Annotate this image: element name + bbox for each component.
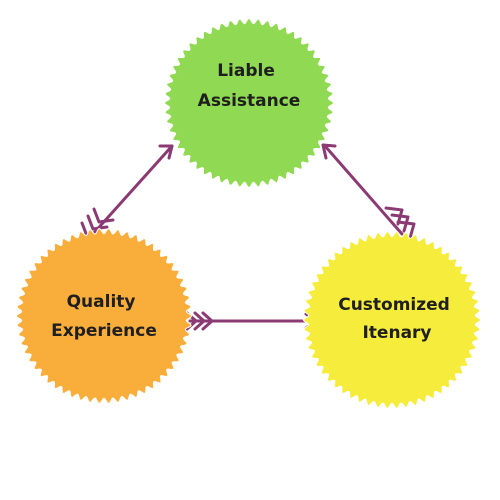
node-quality-experience: Quality Experience [15, 227, 193, 405]
node-label-line-1: Customized [338, 295, 450, 315]
node-label-line-1: Quality [67, 292, 136, 312]
connectors-layer [80, 143, 416, 331]
connector-customized-to-liable [321, 143, 416, 240]
connector-quality-to-liable [80, 144, 174, 238]
node-customized-itenary: Customized Itenary [302, 230, 482, 410]
svg-text:Quality Experience: Quality Experience [51, 292, 157, 341]
svg-text:Liable Assistance: Liable Assistance [198, 61, 301, 111]
node-label-line-2: Assistance [198, 91, 301, 111]
node-liable-assistance: Liable Assistance [163, 17, 335, 189]
node-label-line-2: Experience [51, 321, 157, 341]
node-label-line-2: Itenary [362, 323, 431, 343]
scalloped-circle-liable-assistance [163, 17, 335, 189]
node-label-line-1: Liable [217, 61, 275, 81]
scalloped-circle-quality-experience [15, 227, 193, 405]
nodes-layer: Liable Assistance Quality Experience Cus… [15, 17, 482, 410]
chevron-tail-icon [384, 206, 416, 240]
connector-quality-to-customized [185, 311, 318, 331]
svg-text:Customized Itenary: Customized Itenary [338, 295, 456, 343]
scalloped-circle-customized-itenary [302, 230, 482, 410]
